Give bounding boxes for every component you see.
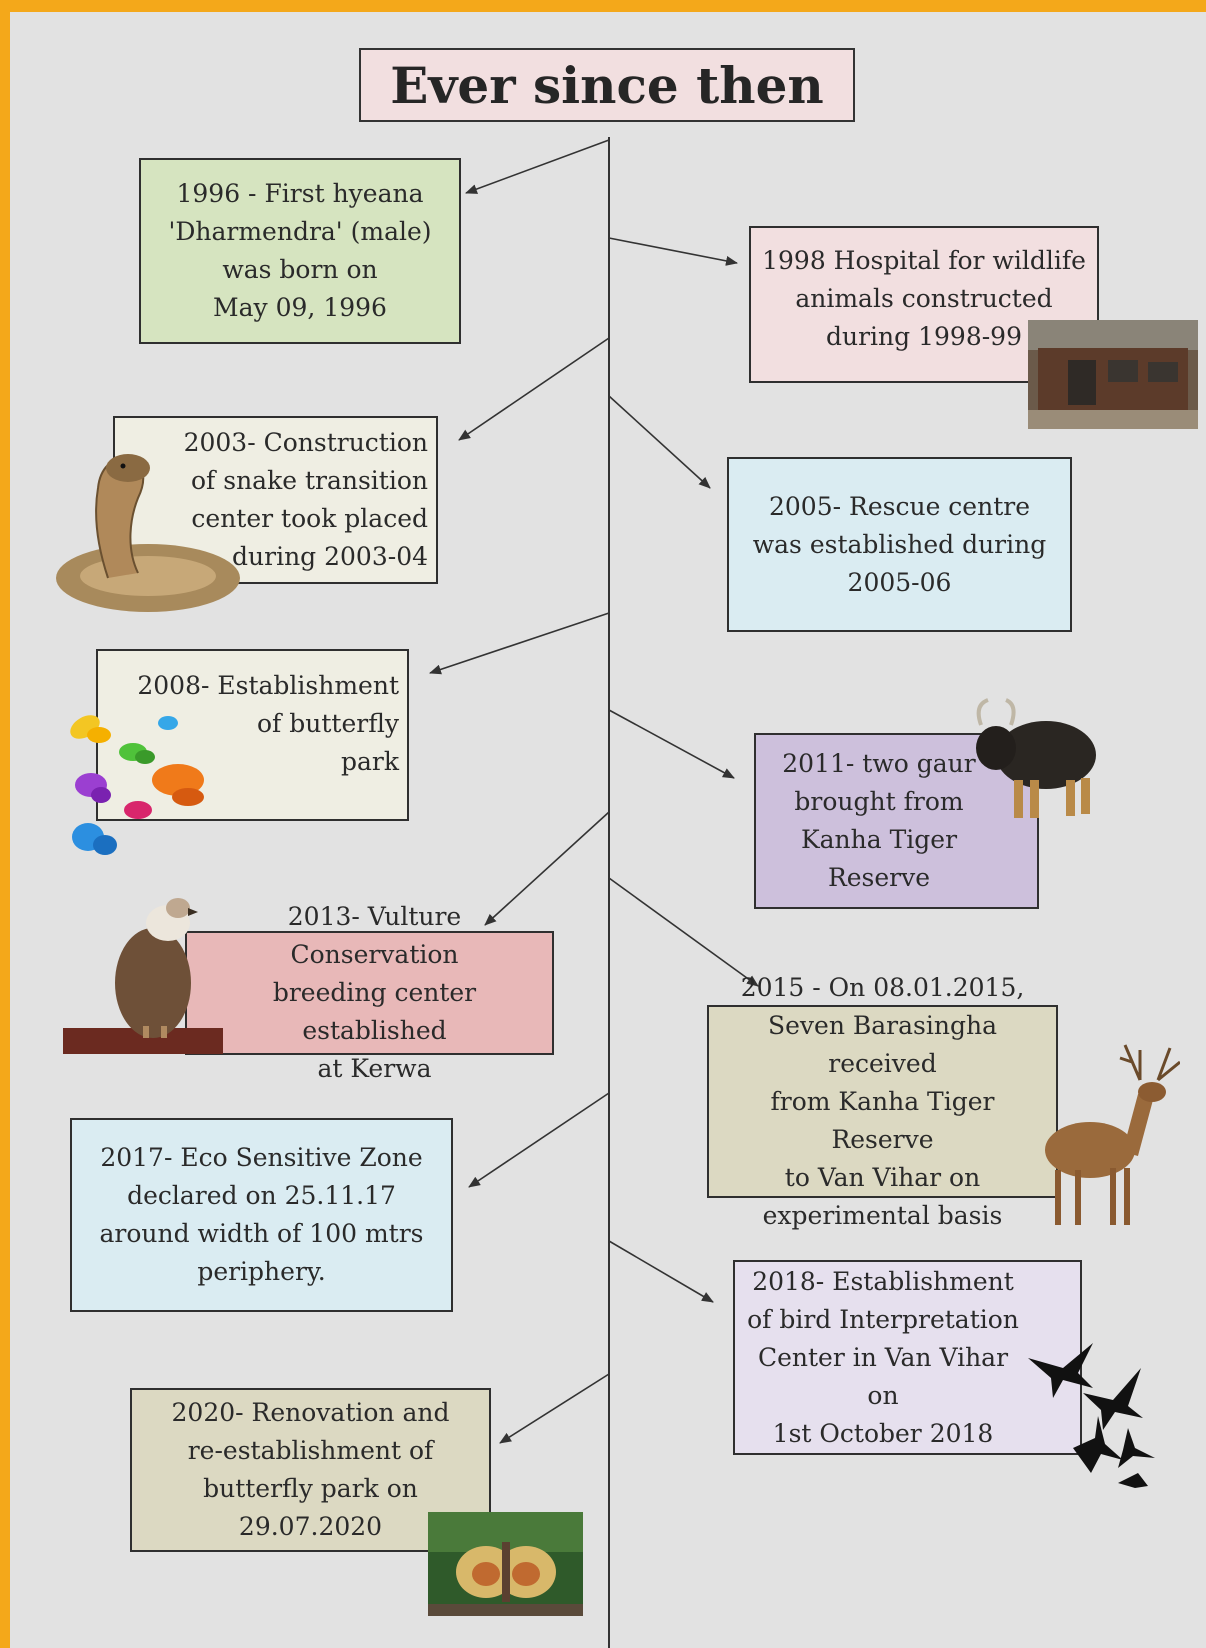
- event-1996-text: 1996 - First hyeana 'Dharmendra' (male) …: [168, 179, 432, 322]
- event-2013-text: 2013- Vulture Conservation breeding cent…: [272, 902, 477, 1083]
- birds-silhouette: [1028, 1343, 1155, 1488]
- event-2018: 2018- Establishment of bird Interpretati…: [733, 1260, 1082, 1455]
- arrow-1998: [608, 237, 738, 266]
- arrow-2008: [429, 612, 610, 675]
- event-2005-text: 2005- Rescue centre was established duri…: [752, 491, 1047, 597]
- butterflies-picture: [70, 715, 204, 855]
- event-2015: 2015 - On 08.01.2015, Seven Barasingha r…: [707, 973, 1058, 1230]
- gaur-picture: [976, 698, 1096, 818]
- barasingha-deer-picture: [1045, 1044, 1180, 1225]
- arrow-2020: [499, 1373, 610, 1444]
- vulture-picture: [63, 898, 223, 1054]
- arrow-2003: [458, 337, 610, 441]
- event-2003-text: 2003- Construction of snake transition c…: [183, 428, 428, 571]
- event-2017: 2017- Eco Sensitive Zone declared on 25.…: [70, 1118, 453, 1312]
- arrow-2013: [484, 811, 610, 926]
- event-2013: 2013- Vulture Conservation breeding cent…: [185, 902, 554, 1083]
- event-2015-text: 2015 - On 08.01.2015, Seven Barasingha r…: [740, 972, 1025, 1230]
- arrow-2011: [608, 709, 735, 779]
- event-2020-text: 2020- Renovation and re-establishment of…: [171, 1398, 450, 1541]
- arrow-1996: [465, 139, 610, 194]
- arrow-2017: [468, 1092, 610, 1188]
- event-2008-text: 2008- Establishment of butterfly park: [137, 671, 399, 776]
- arrow-2018: [608, 1240, 714, 1303]
- event-2018-text: 2018- Establishment of bird Interpretati…: [747, 1266, 1019, 1448]
- event-2005: 2005- Rescue centre was established duri…: [727, 457, 1072, 632]
- arrow-2015: [608, 877, 759, 987]
- cobra-picture: [56, 454, 240, 612]
- event-2008: 2008- Establishment of butterfly park: [96, 649, 409, 821]
- event-2011-text: 2011- two gaur brought from Kanha Tiger …: [782, 749, 976, 892]
- event-2003: 2003- Construction of snake transition c…: [113, 416, 438, 584]
- butterfly-park-photo: [428, 1512, 583, 1616]
- page-title: Ever since then: [359, 48, 855, 122]
- event-2017-text: 2017- Eco Sensitive Zone declared on 25.…: [99, 1143, 424, 1286]
- hospital-photo: [1028, 320, 1198, 429]
- arrow-2005: [608, 395, 711, 489]
- event-1996: 1996 - First hyeana 'Dharmendra' (male) …: [139, 158, 461, 344]
- event-1998-text: 1998 Hospital for wildlife animals const…: [762, 246, 1086, 351]
